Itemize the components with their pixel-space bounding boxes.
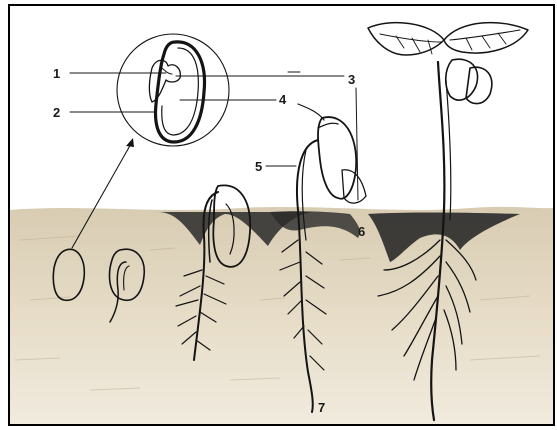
label-7: 7 — [318, 400, 325, 415]
label-2: 2 — [53, 105, 60, 120]
label-1: 1 — [53, 66, 60, 81]
label-4: 4 — [279, 92, 287, 107]
label-6: 6 — [358, 224, 365, 239]
label-3: 3 — [348, 72, 355, 87]
soil — [10, 207, 553, 424]
label-5: 5 — [255, 159, 262, 174]
